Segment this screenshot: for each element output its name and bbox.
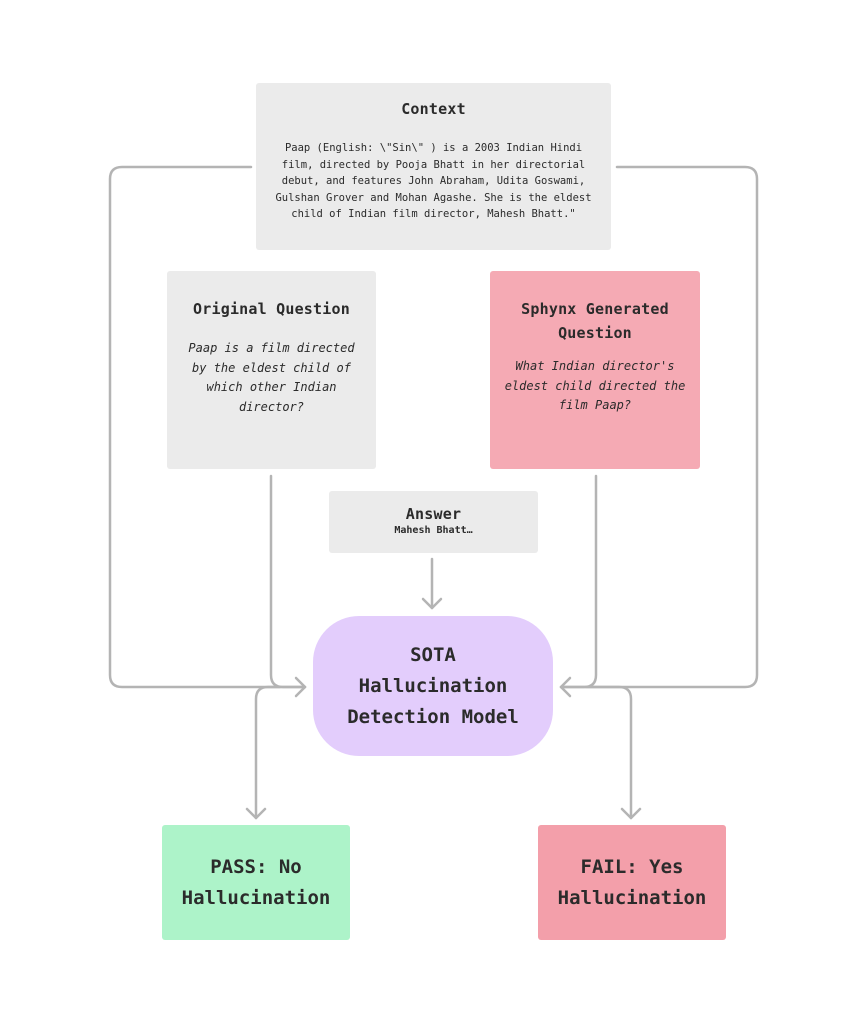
fail-result-label: FAIL: Yes Hallucination [557,855,707,909]
original-question-box: Original Question Paap is a film directe… [167,271,376,469]
generated-question-box: Sphynx Generated Question What Indian di… [490,271,700,469]
generated-question-title: Sphynx Generated Question [521,300,669,342]
context-title: Context [401,100,466,118]
arrowhead-answer [421,597,443,610]
context-to-model-right-arrow [559,165,759,689]
original-question-to-model-arrow [269,474,307,689]
fail-result-box: FAIL: Yes Hallucination [538,825,726,940]
model-label: SOTA Hallucination Detection Model [347,643,519,728]
model-to-fail-arrow [584,685,633,820]
answer-title: Answer [405,505,462,523]
arrowhead-pass [245,807,267,820]
model-to-pass-arrow [254,685,282,820]
hallucination-detection-model: SOTA Hallucination Detection Model [313,616,553,756]
pass-result-box: PASS: No Hallucination [162,825,350,940]
original-question-text: Paap is a film directed by the eldest ch… [188,341,355,414]
pass-result-label: PASS: No Hallucination [181,855,331,909]
original-question-title: Original Question [193,300,350,318]
arrowhead-fail [620,807,642,820]
answer-box: Answer Mahesh Bhatt… [329,491,538,553]
answer-text: Mahesh Bhatt… [394,525,473,536]
generated-question-text: What Indian director's eldest child dire… [504,359,686,412]
context-box: Context Paap (English: \"Sin\" ) is a 20… [256,83,611,250]
context-text: Paap (English: \"Sin\" ) is a 2003 India… [275,142,592,220]
context-to-model-left-arrow [108,165,307,689]
generated-question-to-model-arrow [559,474,598,689]
